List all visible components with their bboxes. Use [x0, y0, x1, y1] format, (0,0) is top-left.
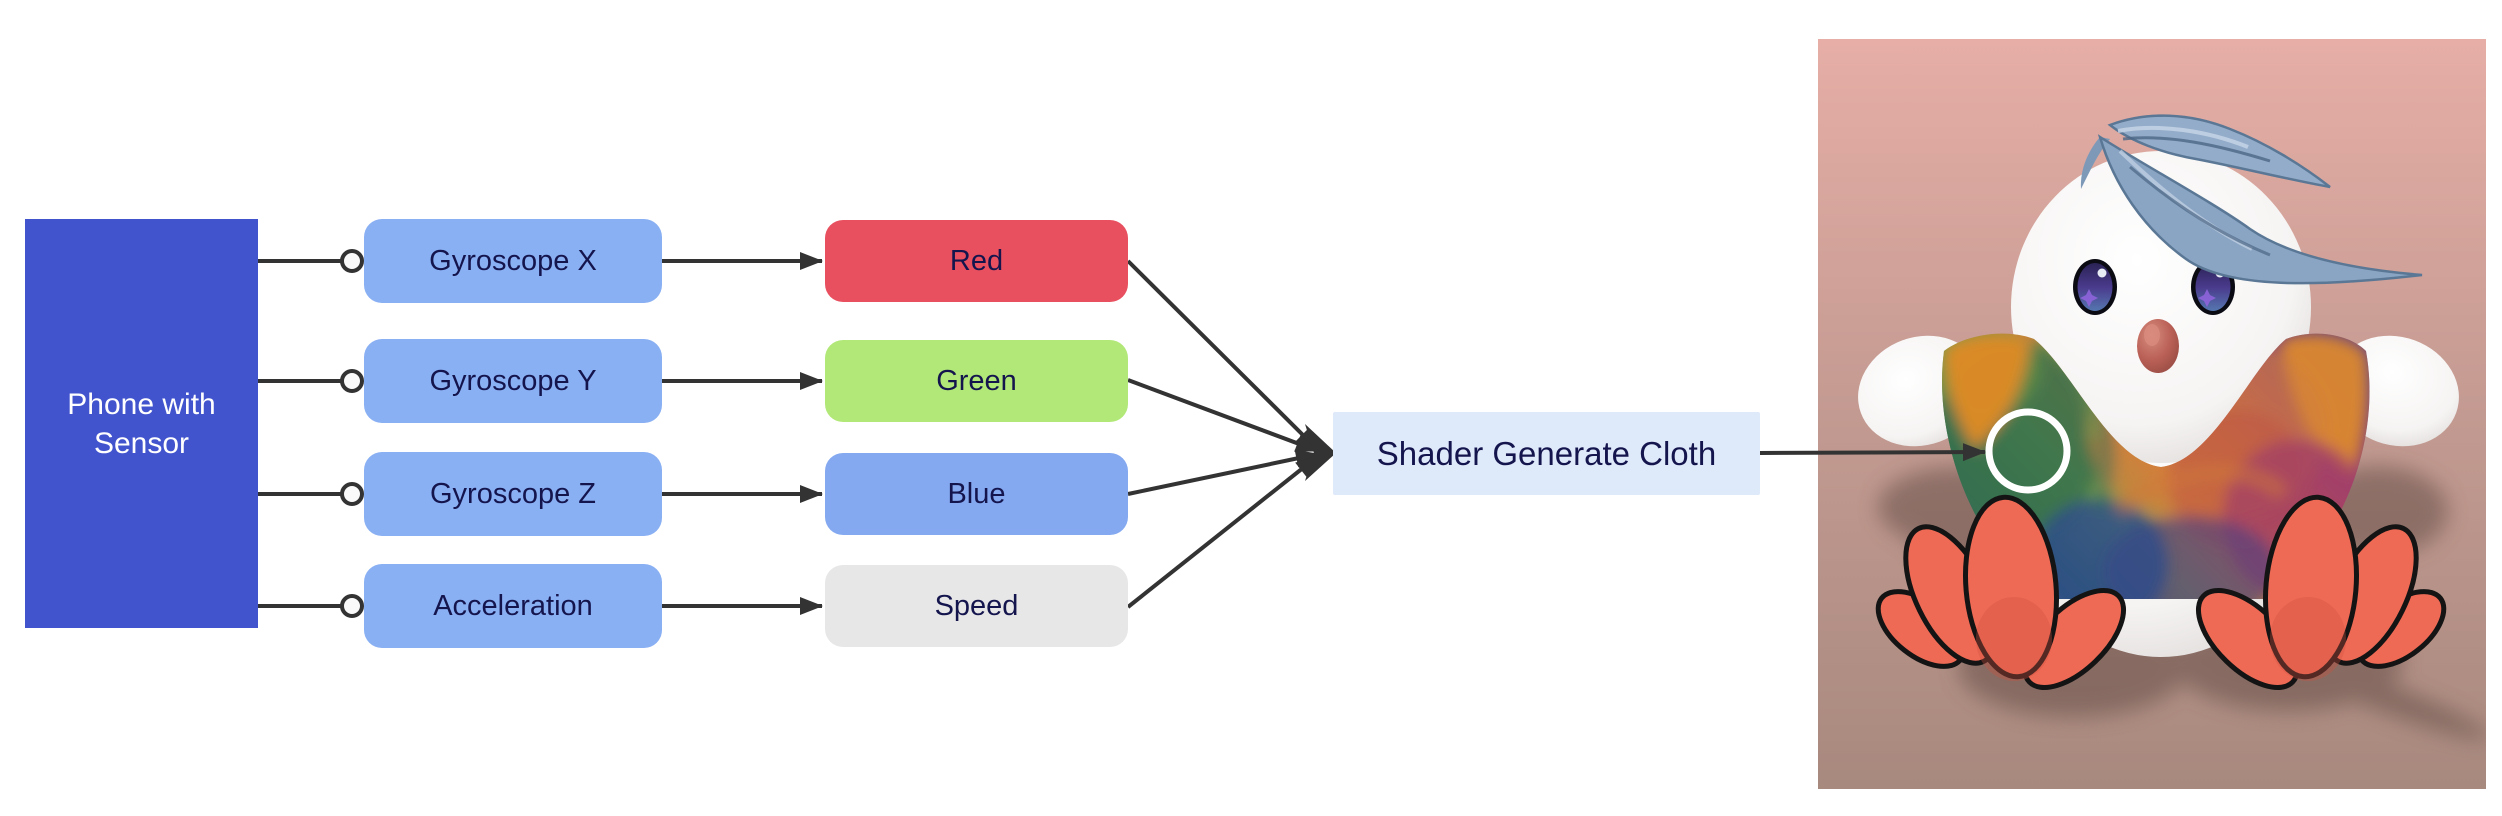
phone-with-sensor-label: Phone with Sensor: [67, 387, 216, 460]
bird-beak: [2137, 319, 2179, 373]
acceleration-label: Acceleration: [433, 589, 593, 622]
port-circle-gyroscope-z: [340, 482, 364, 506]
channel-red-label: Red: [949, 244, 1004, 277]
channel-blue-label: Blue: [947, 477, 1006, 510]
bird-hair-tuft: [2080, 114, 2423, 285]
arrow-green-shader: [1127, 378, 1319, 453]
port-circle-gyroscope-y: [340, 369, 364, 393]
arrow-red-shader: [1126, 259, 1320, 452]
channel-speed-label: Speed: [934, 589, 1019, 622]
gyroscope-x-label: Gyroscope X: [429, 244, 597, 277]
channel-node-speed[interactable]: Speed: [825, 565, 1128, 647]
channel-node-blue[interactable]: Blue: [825, 453, 1128, 535]
gyroscope-z-label: Gyroscope Z: [430, 477, 596, 510]
sensor-node-acceleration[interactable]: Acceleration: [364, 564, 662, 648]
sensor-node-gyroscope-y[interactable]: Gyroscope Y: [364, 339, 662, 423]
channel-node-green[interactable]: Green: [825, 340, 1128, 422]
arrow-blue-shader: [1127, 449, 1319, 496]
phone-with-sensor-node[interactable]: Phone with Sensor: [25, 219, 258, 628]
channel-node-red[interactable]: Red: [825, 220, 1128, 302]
arrow-speed-shader: [1126, 454, 1320, 609]
processor-input-arrowhead: [1305, 424, 1336, 481]
shader-generate-cloth-node[interactable]: Shader Generate Cloth: [1333, 412, 1760, 495]
bird-render-illustration: [1818, 39, 2490, 789]
bird-right-foot: [2195, 494, 2447, 690]
channel-green-label: Green: [936, 364, 1017, 397]
source-to-sensor-connectors: [258, 249, 364, 618]
sensor-node-gyroscope-x[interactable]: Gyroscope X: [364, 219, 662, 303]
bird-feet: [1875, 494, 2447, 690]
port-circle-gyroscope-x: [340, 249, 364, 273]
sensor-to-channel-arrows: [662, 252, 823, 615]
render-preview-image: [1818, 39, 2490, 789]
target-annotation-circle: [1985, 408, 2071, 494]
channel-to-processor-arrows: [1126, 259, 1336, 609]
gyroscope-y-label: Gyroscope Y: [429, 364, 597, 397]
sensor-node-gyroscope-z[interactable]: Gyroscope Z: [364, 452, 662, 536]
shader-generate-cloth-label: Shader Generate Cloth: [1376, 434, 1717, 472]
bird-left-foot: [1875, 494, 2127, 690]
port-circle-acceleration: [340, 594, 364, 618]
